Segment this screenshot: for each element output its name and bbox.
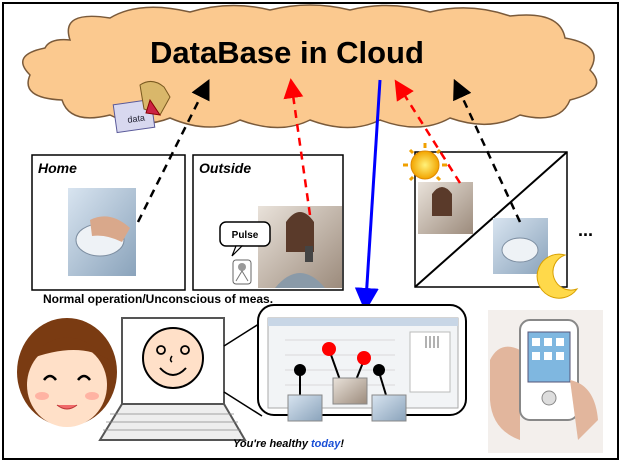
sun-icon bbox=[403, 143, 447, 187]
person-icon bbox=[232, 259, 252, 285]
night-upload-arrow bbox=[453, 78, 522, 223]
thumb-mouse-2 bbox=[371, 394, 407, 422]
thumb-mouse-1 bbox=[287, 394, 323, 422]
pda-icon bbox=[488, 310, 603, 453]
cloud-download-arrow bbox=[354, 79, 382, 312]
pulse-bubble: Pulse bbox=[219, 221, 271, 257]
ellipsis-label: ... bbox=[578, 220, 593, 240]
thumb-phone-1 bbox=[332, 377, 368, 405]
user-face-icon bbox=[17, 318, 117, 427]
marker-stem-2 bbox=[329, 351, 341, 381]
laptop-screen-connector-top bbox=[223, 321, 263, 347]
cloud-title: DataBase in Cloud bbox=[150, 35, 424, 70]
outside-panel-title: Outside bbox=[199, 160, 251, 176]
daytime-photo bbox=[418, 182, 473, 234]
laptop-screen-connector-bottom bbox=[223, 391, 263, 417]
outside-upload-arrow bbox=[283, 78, 312, 216]
caption-text: Normal operation/Unconscious of meas. bbox=[43, 292, 273, 306]
home-upload-arrow bbox=[136, 79, 210, 223]
document-icon: data bbox=[112, 81, 171, 134]
phone-photo bbox=[258, 206, 342, 288]
time-diagonal bbox=[414, 151, 568, 288]
day-upload-arrow bbox=[394, 79, 462, 184]
health-message-today: today bbox=[311, 438, 341, 450]
black-marker-1 bbox=[294, 364, 306, 376]
home-panel-title: Home bbox=[38, 160, 77, 176]
pulse-label: Pulse bbox=[232, 230, 259, 241]
moon-icon bbox=[536, 253, 579, 299]
black-marker-2 bbox=[373, 364, 385, 376]
health-message-part3: ! bbox=[340, 438, 344, 450]
smiley-icon bbox=[142, 327, 204, 389]
red-marker-1 bbox=[322, 342, 336, 356]
mouse-photo bbox=[68, 188, 136, 276]
document-label: data bbox=[127, 113, 146, 125]
health-message-part1: You're healthy bbox=[233, 438, 311, 450]
red-marker-2 bbox=[357, 351, 371, 365]
health-message: You're healthy today! bbox=[233, 438, 344, 450]
nighttime-photo bbox=[493, 218, 548, 274]
